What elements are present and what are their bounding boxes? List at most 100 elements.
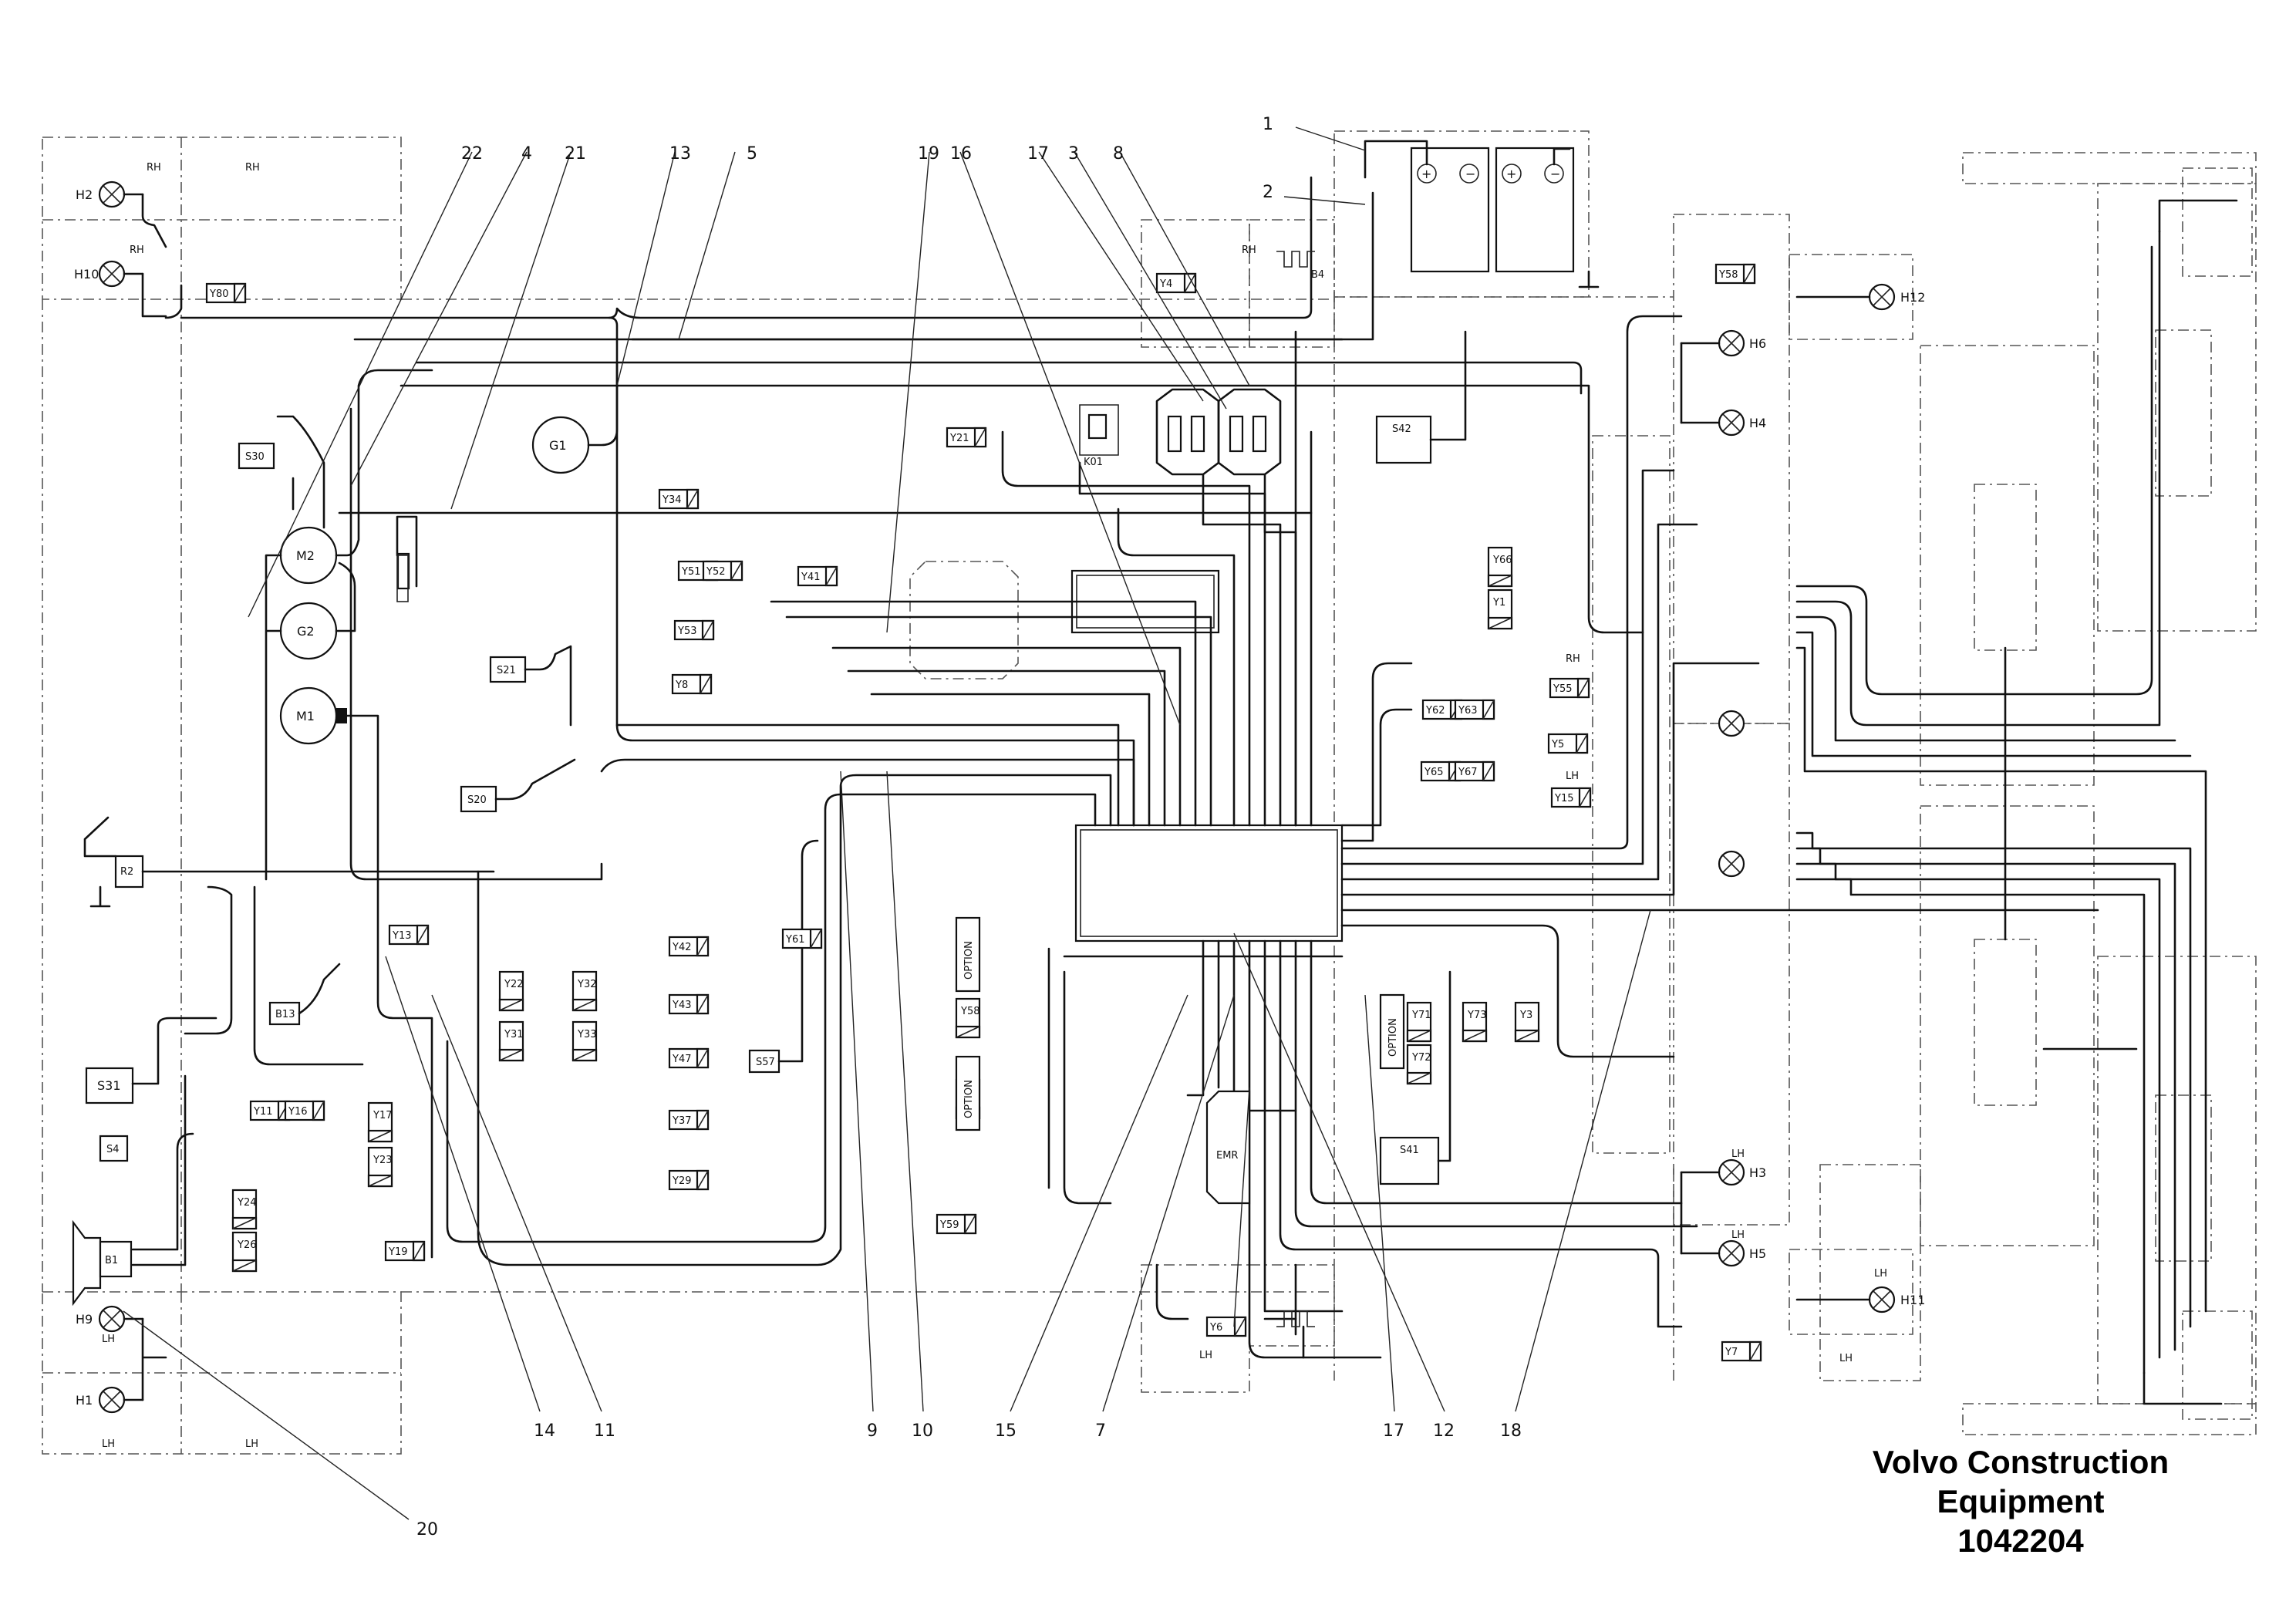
valve-y58: Y58 [1714,263,1756,285]
valve-y29: Y29 [668,1169,710,1191]
valve-label: Y16 [288,1106,307,1118]
label-h9: H9 [76,1312,93,1327]
valve-y32: Y32 [571,970,598,1012]
callout-9: 9 [867,1421,878,1441]
valve-y31: Y31 [498,1020,524,1062]
caption-doc-number: 1042204 [1957,1523,2084,1559]
lh-marker: LH [1731,1229,1745,1241]
valve-y73: Y73 [1462,1001,1488,1043]
caption-company: Volvo Construction [1872,1444,2170,1480]
callout-10: 10 [912,1421,933,1441]
label-s42: S42 [1392,423,1411,435]
valve-label: Y8 [675,679,688,691]
svg-text:+: + [1421,167,1431,181]
valve-label: Y26 [237,1239,256,1251]
valve-y42: Y42 [668,936,710,957]
valve-y22: Y22 [498,970,524,1012]
document-caption: Volvo Construction Equipment 1042204 [1805,1442,2237,1560]
label-s30: S30 [245,451,265,463]
valve-label: Y7 [1725,1347,1738,1358]
valve-y34: Y34 [658,488,700,510]
component-labels: H2 H10 H9 H1 H6 H4 H3 H5 H12 H11 G1 G2 M… [74,187,1925,1408]
callout-8: 8 [1113,144,1124,164]
valve-label: Y23 [373,1155,392,1166]
valve-y43: Y43 [668,993,710,1015]
valve-label: Y33 [577,1029,596,1040]
valve-label: Y41 [801,572,820,583]
valve-label: Y6 [1209,1322,1222,1334]
lamp-mid-1 [1718,710,1745,737]
option-label: OPTION [1387,1018,1399,1057]
lamp-h4 [1718,409,1745,437]
callout-11: 11 [594,1421,615,1441]
valve-y7: Y7 [1721,1340,1762,1362]
valve-label: Y21 [949,433,969,444]
callout-17: 17 [1027,144,1049,164]
side-markers: RH RH RH RH LH LH LH LH LH LH LH LH RH L… [102,162,1887,1450]
valve-y17: Y17 [367,1101,393,1143]
lh-marker: LH [1839,1353,1853,1364]
valve-y3: Y3 [1514,1001,1540,1043]
label-h12: H12 [1900,290,1925,305]
valve-y21: Y21 [946,427,987,448]
lh-marker: LH [102,1334,115,1345]
valve-label: Y66 [1492,555,1512,566]
valve-label: Y11 [253,1106,272,1118]
valve-label: Y52 [706,566,725,578]
valve-y19: Y19 [384,1240,426,1262]
callouts-bottom: 14 11 9 10 15 7 17 12 18 20 [416,1421,1522,1539]
valve-label: Y53 [677,626,696,637]
valve-y66: Y66 [1487,546,1513,588]
label-s41: S41 [1400,1145,1419,1156]
label-b1: B1 [105,1255,118,1266]
rh-marker: RH [1242,244,1256,256]
rh-marker: RH [130,244,144,256]
valve-y5: Y5 [1547,733,1589,754]
valve-y58: Y58 [955,997,981,1039]
ecu-main [1074,824,1344,943]
callout-2: 2 [1263,183,1273,202]
lh-marker: LH [102,1438,115,1450]
valve-label: Y15 [1554,793,1573,804]
label-emr: EMR [1216,1150,1238,1162]
valve-y71: Y71 [1406,1001,1432,1043]
callout-7: 7 [1095,1421,1106,1441]
label-h11: H11 [1900,1293,1925,1307]
callout-17b: 17 [1383,1421,1404,1441]
callout-1: 1 [1263,115,1273,134]
valve-label: Y19 [388,1246,407,1258]
display-panel [909,561,1220,679]
label-b4: B4 [1311,269,1324,281]
callout-12: 12 [1433,1421,1455,1441]
callouts-top: 22 4 21 13 5 19 16 17 3 8 1 2 [461,115,1273,202]
label-k01: K01 [1084,457,1103,468]
valve-y16: Y16 [284,1100,325,1121]
valve-y52: Y52 [702,560,743,582]
lamp-h5 [1718,1239,1745,1267]
lamp-h2 [98,180,126,208]
valve-label: Y72 [1411,1052,1431,1064]
lamp-h11 [1868,1286,1896,1313]
valve-y61: Y61 [781,928,823,949]
callout-14: 14 [534,1421,555,1441]
valve-label: Y1 [1492,597,1505,609]
valve-label: Y22 [504,979,523,990]
label-h3: H3 [1749,1165,1766,1180]
label-s21: S21 [497,665,516,676]
valve-y47: Y47 [668,1047,710,1069]
label-m2: M2 [296,548,315,563]
valve-y67: Y67 [1454,760,1495,782]
misc-components [396,251,1315,1327]
valve-y4: Y4 [1155,272,1197,294]
callout-20: 20 [416,1520,438,1539]
lh-marker: LH [1874,1268,1887,1280]
label-s4: S4 [106,1144,120,1155]
valve-label: Y4 [1159,278,1172,290]
label-h5: H5 [1749,1246,1766,1261]
valve-label: Y51 [681,566,700,578]
lamp-h1 [98,1386,126,1414]
callout-16: 16 [950,144,972,164]
lamp-h6 [1718,329,1745,357]
svg-text:+: + [1506,167,1516,181]
